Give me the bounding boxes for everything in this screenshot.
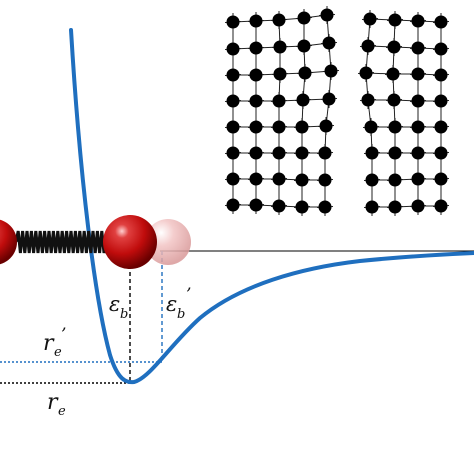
lattice-atom	[387, 40, 401, 54]
lattice-atom	[298, 66, 312, 80]
epsilon-b-label: ε b	[109, 292, 128, 322]
lattice-atom	[388, 146, 402, 160]
re-prime-mark: ’	[61, 325, 66, 345]
lattice-atom	[318, 200, 332, 214]
epsilon-b-prime-mark: ’	[186, 285, 191, 305]
epsilon-b-prime-subscript: b	[177, 307, 185, 322]
lattice-atom	[361, 93, 375, 107]
lattice-atom	[434, 94, 448, 108]
lattice-atom	[318, 173, 332, 187]
lattice-atom	[295, 120, 309, 134]
lattice-atom	[296, 93, 310, 107]
lattice-atom	[386, 67, 400, 81]
epsilon-b-symbol: ε	[109, 292, 120, 316]
lattice-atom	[226, 68, 240, 82]
lattice-atom	[388, 13, 402, 27]
lattice-atom	[273, 67, 287, 81]
lattice-atom	[226, 172, 240, 186]
lattice-atom	[324, 64, 338, 78]
epsilon-b-subscript: b	[120, 307, 128, 322]
lattice-atom	[363, 12, 377, 26]
right-atom	[103, 215, 157, 269]
lattice-atom	[434, 42, 448, 56]
lattice-atom	[434, 146, 448, 160]
lattice-atom	[249, 120, 263, 134]
lattice-left-block	[224, 6, 340, 216]
lattice-atom	[365, 173, 379, 187]
epsilon-b-prime-label: ε b ’	[166, 285, 191, 322]
lattice-atom	[434, 68, 448, 82]
lattice-atom	[249, 94, 263, 108]
re-prime-label: r e ’	[43, 325, 66, 360]
spring	[14, 230, 108, 254]
lattice-atom	[411, 146, 425, 160]
lattice-atom	[226, 146, 240, 160]
lattice-atom	[249, 14, 263, 28]
ghost-atom	[145, 219, 191, 265]
lattice-atom	[387, 93, 401, 107]
lattice-atom	[249, 198, 263, 212]
lattice-atom	[226, 198, 240, 212]
re-label: r e	[47, 390, 66, 419]
lattice-atom	[411, 120, 425, 134]
lattice-atom	[272, 94, 286, 108]
lattice-atom	[434, 172, 448, 186]
lattice-atom	[364, 120, 378, 134]
lattice-atom	[226, 120, 240, 134]
lattice-atom	[249, 146, 263, 160]
lattice-atom	[272, 120, 286, 134]
re-prime-subscript: e	[54, 345, 62, 360]
lattice-atom	[322, 36, 336, 50]
lattice-atom	[411, 199, 425, 213]
lattice-atom	[365, 200, 379, 214]
lattice-atom	[295, 146, 309, 160]
lattice-atom	[320, 8, 334, 22]
lattice-atom	[297, 39, 311, 53]
crystal-lattice-with-defect	[224, 6, 450, 216]
lattice-atom	[272, 13, 286, 27]
lattice-atom	[297, 11, 311, 25]
lattice-atom	[411, 172, 425, 186]
lattice-atom	[411, 94, 425, 108]
lattice-atom	[434, 120, 448, 134]
lattice-atom	[318, 146, 332, 160]
lattice-atom	[411, 67, 425, 81]
lattice-atom	[365, 146, 379, 160]
lattice-atom	[411, 14, 425, 28]
lattice-atom	[272, 172, 286, 186]
lattice-atom	[295, 200, 309, 214]
re-subscript: e	[58, 404, 66, 419]
lattice-atom	[388, 173, 402, 187]
lattice-right-block	[357, 10, 450, 216]
lattice-atom	[388, 120, 402, 134]
lattice-atom	[295, 173, 309, 187]
potential-energy-curve	[69, 28, 474, 385]
lattice-atom	[273, 40, 287, 54]
re-prime-symbol: r	[43, 331, 55, 356]
lattice-atom	[226, 42, 240, 56]
lattice-atom	[434, 199, 448, 213]
lattice-atom	[226, 94, 240, 108]
lattice-atom	[359, 66, 373, 80]
lattice-atom	[411, 41, 425, 55]
lattice-atom	[249, 41, 263, 55]
re-symbol: r	[47, 390, 59, 415]
lattice-atom	[249, 172, 263, 186]
lattice-atom	[434, 15, 448, 29]
lattice-atom	[361, 39, 375, 53]
lattice-atom	[226, 15, 240, 29]
epsilon-b-prime-symbol: ε	[166, 292, 177, 316]
lattice-atom	[272, 146, 286, 160]
lattice-atom	[322, 92, 336, 106]
lattice-atom	[272, 199, 286, 213]
lattice-atom	[319, 119, 333, 133]
lattice-atom	[249, 68, 263, 82]
lattice-atom	[388, 200, 402, 214]
left-atom	[0, 219, 17, 265]
